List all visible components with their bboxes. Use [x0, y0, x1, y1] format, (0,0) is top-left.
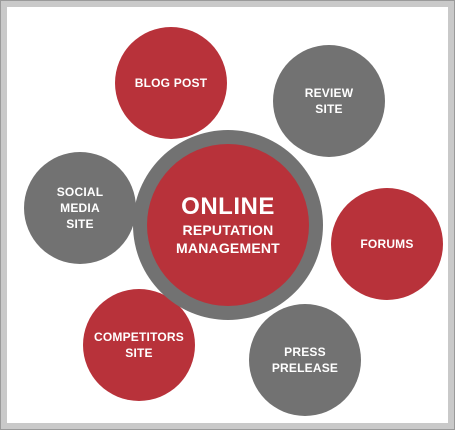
node-label: FORUMS — [360, 236, 414, 251]
node-label: BLOG POST — [134, 75, 208, 90]
node-label: COMPETITORS — [94, 329, 184, 344]
node-press-prelease: PRESS PRELEASE — [249, 304, 361, 416]
node-social-media-site: SOCIAL MEDIA SITE — [24, 152, 136, 264]
node-review-site: REVIEW SITE — [273, 45, 385, 157]
node-label: SITE — [315, 102, 343, 116]
node-label: MEDIA — [60, 200, 100, 215]
node-blog-post: BLOG POST — [115, 27, 227, 139]
node-competitors-site: COMPETITORS SITE — [83, 289, 195, 401]
node-label: SITE — [125, 346, 153, 360]
center-subtitle-line1: REPUTATION — [182, 221, 274, 238]
node-label: PRELEASE — [271, 361, 339, 375]
center-title: ONLINE — [181, 193, 275, 221]
node-forums: FORUMS — [331, 188, 443, 300]
node-label: REVIEW — [304, 85, 354, 100]
center-subtitle-line2: MANAGEMENT — [176, 239, 280, 256]
node-label: PRESS — [284, 344, 326, 359]
node-label: SOCIAL — [56, 184, 104, 199]
center-node: ONLINE REPUTATION MANAGEMENT — [147, 144, 309, 306]
node-label: SITE — [66, 217, 94, 232]
